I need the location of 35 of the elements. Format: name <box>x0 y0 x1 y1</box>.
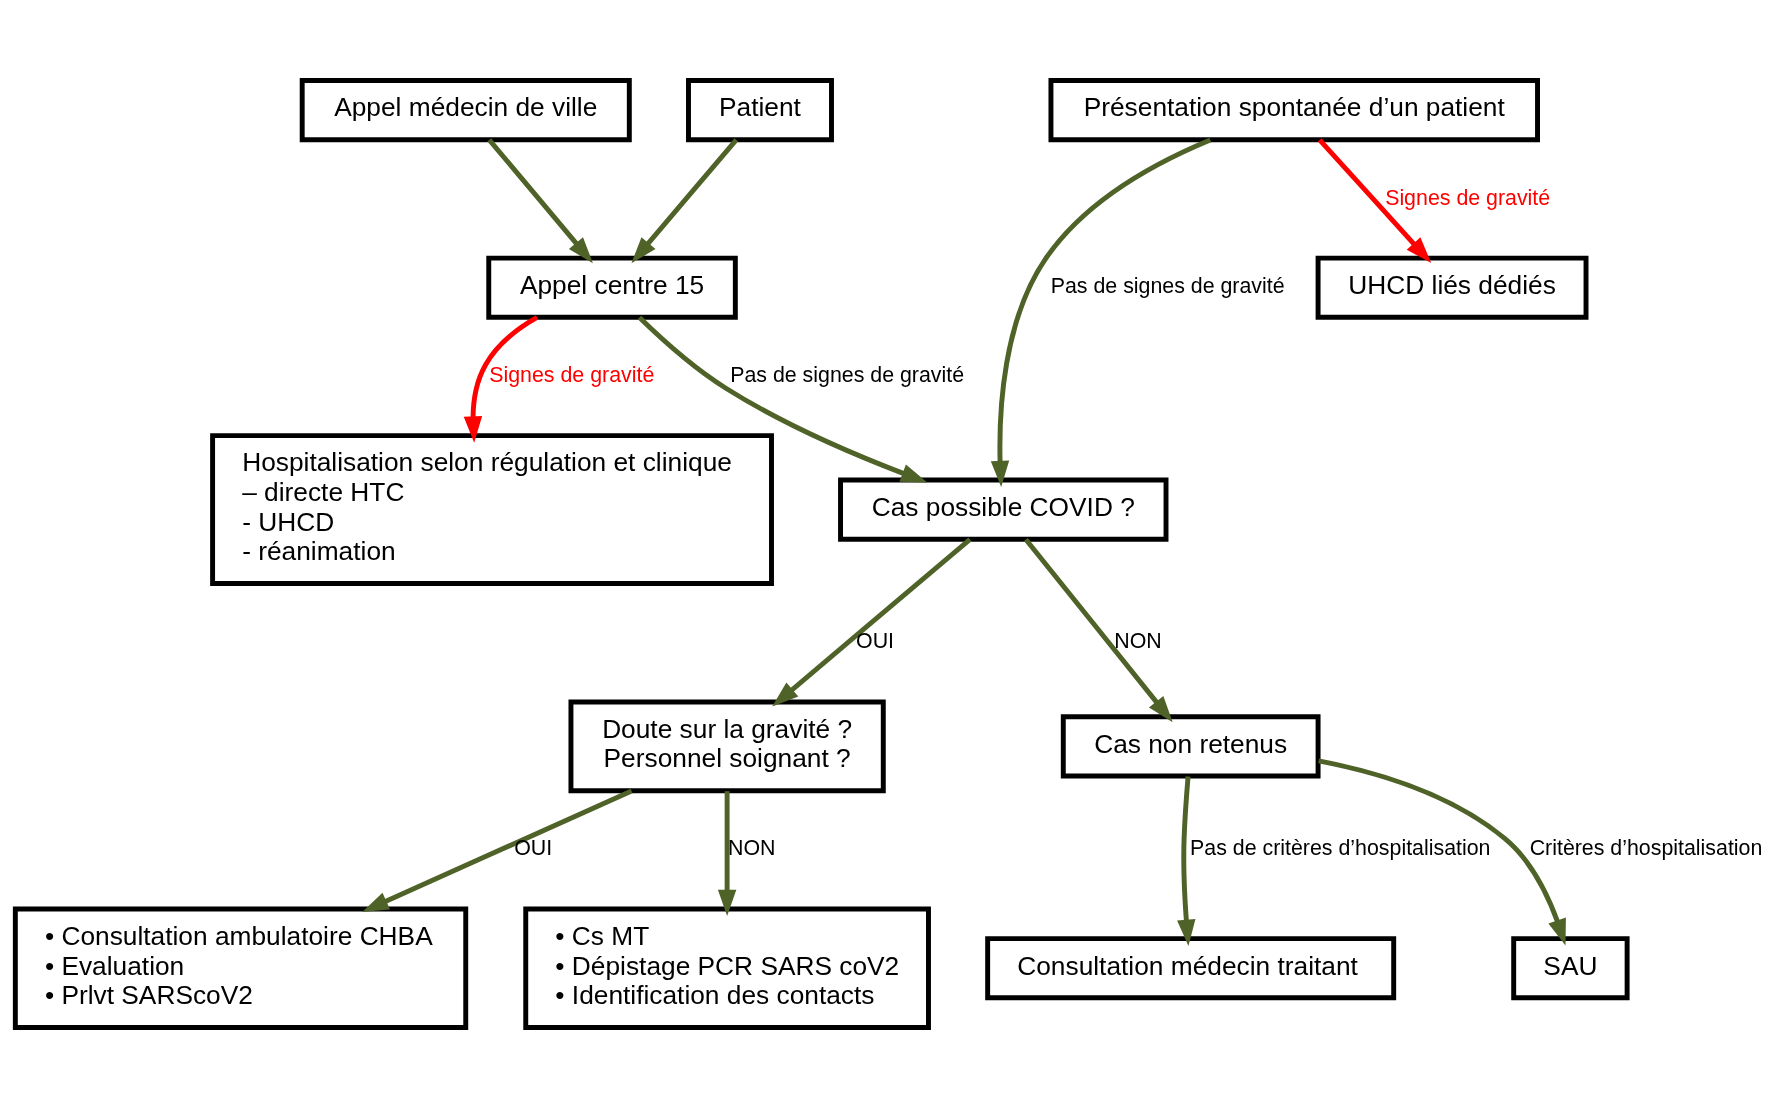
edge-label: OUI <box>856 628 895 653</box>
node-box: Consultation médecin traitant <box>985 935 1397 1000</box>
arrow <box>631 137 739 263</box>
arrow <box>463 314 539 443</box>
node-box: Cas non retenus <box>1060 713 1321 778</box>
arrow <box>717 790 737 916</box>
node-box: Doute sur la gravité ? Personnel soignant ? <box>568 699 886 793</box>
edge-label: Pas de critères d’hospitalisation <box>1190 835 1491 860</box>
edge-label: Critères d’hospitalisation <box>1529 835 1763 860</box>
edge-label: OUI <box>514 835 553 860</box>
edge-label: NON <box>728 835 776 860</box>
arrow <box>1177 775 1196 946</box>
node-box: Hospitalisation selon régulation et clinique – directe HTC - UHCD - réanimation <box>210 432 774 586</box>
node-box: Patient <box>686 77 834 142</box>
node-box: Appel médecin de ville <box>299 77 632 142</box>
edge-label: Signes de gravité <box>1385 185 1551 210</box>
arrow <box>772 537 972 707</box>
node-box: SAU <box>1511 935 1630 1000</box>
node-box: UHCD liés dédiés <box>1315 255 1589 320</box>
node-box: • Consultation ambulatoire CHBA • Evaluation • Prlvt SARScoV2 <box>12 906 469 1030</box>
edge-label: Signes de gravité <box>489 362 655 387</box>
arrow <box>1318 758 1566 945</box>
arrow <box>362 788 633 912</box>
arrow <box>487 137 593 263</box>
edge-label: NON <box>1114 628 1162 653</box>
arrow <box>1023 537 1173 722</box>
node-box: Cas possible COVID ? <box>838 477 1169 542</box>
arrow <box>637 315 928 482</box>
node-box: Appel centre 15 <box>486 255 738 320</box>
node-box: Présentation spontanée d’un patient <box>1048 77 1540 142</box>
edge-label: Pas de signes de gravité <box>1050 273 1285 298</box>
node-box: • Cs MT • Dépistage PCR SARS coV2 • Identification des contacts <box>523 906 931 1030</box>
edge-label: Pas de signes de gravité <box>730 362 965 387</box>
arrow <box>990 137 1212 487</box>
arrow <box>1317 137 1432 263</box>
